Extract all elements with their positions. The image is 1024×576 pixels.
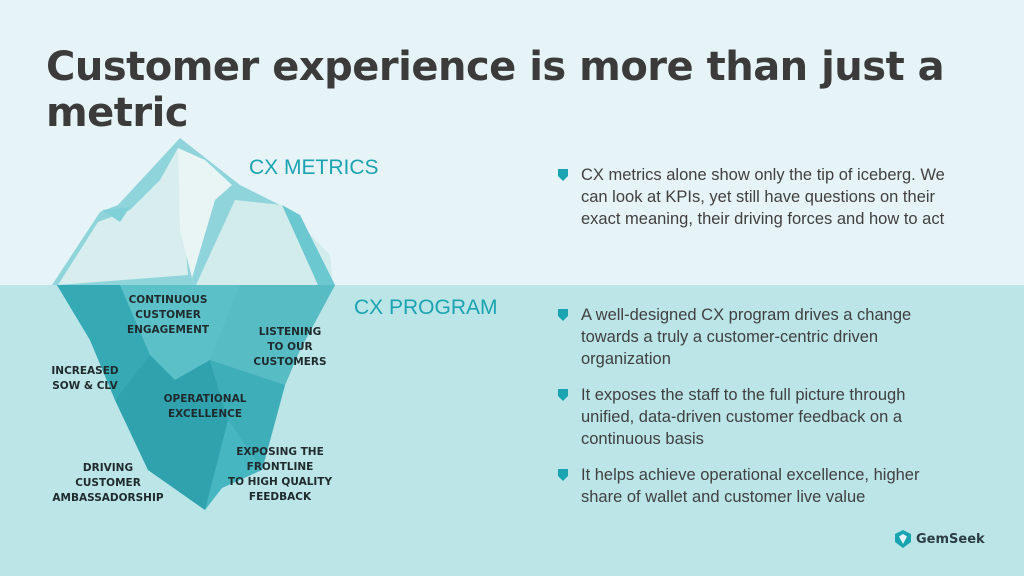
cx-metrics-label: CX METRICS xyxy=(249,156,379,179)
gem-bullet-icon xyxy=(558,309,568,321)
bullet-text: It exposes the staff to the full picture… xyxy=(581,386,906,448)
bullet-text: CX metrics alone show only the tip of ic… xyxy=(581,166,945,228)
bullet-item: It exposes the staff to the full picture… xyxy=(558,384,958,450)
bullet-item: It helps achieve operational excellence,… xyxy=(558,464,958,508)
iceberg-label-frontline: EXPOSING THE FRONTLINE TO HIGH QUALITY F… xyxy=(227,446,333,503)
cx-program-label: CX PROGRAM xyxy=(354,296,498,319)
iceberg-body-facet xyxy=(210,360,285,470)
bullet-text: A well-designed CX program drives a chan… xyxy=(581,306,912,368)
iceberg-label-operational: OPERATIONAL EXCELLENCE xyxy=(163,393,247,420)
iceberg-tip-peak xyxy=(178,148,232,278)
gem-icon xyxy=(895,530,911,548)
iceberg-tip-notch xyxy=(102,207,130,222)
bullet-item: CX metrics alone show only the tip of ic… xyxy=(558,164,958,230)
iceberg-body-left xyxy=(57,285,150,400)
gem-bullet-icon xyxy=(558,469,568,481)
bullet-item: A well-designed CX program drives a chan… xyxy=(558,304,958,370)
iceberg-label-listening: LISTENING TO OUR CUSTOMERS xyxy=(253,326,327,368)
logo-text: GemSeek xyxy=(916,531,985,547)
gemseek-logo: GemSeek xyxy=(895,528,985,550)
iceberg-body-core xyxy=(115,355,228,510)
iceberg-body-mid xyxy=(120,285,240,380)
iceberg-label-ambassadorship: DRIVING CUSTOMER AMBASSADORSHIP xyxy=(52,462,164,504)
gem-bullet-icon xyxy=(558,389,568,401)
iceberg-label-engagement: CONTINUOUS CUSTOMER ENGAGEMENT xyxy=(126,294,210,336)
iceberg-label-sow-clv: INCREASED SOW & CLV xyxy=(51,365,119,392)
iceberg-tip-edge xyxy=(282,205,335,285)
bullet-text: It helps achieve operational excellence,… xyxy=(581,466,920,506)
slide-title: Customer experience is more than just a … xyxy=(46,44,945,136)
iceberg-tip-right xyxy=(196,200,333,285)
gem-bullet-icon xyxy=(558,169,568,181)
